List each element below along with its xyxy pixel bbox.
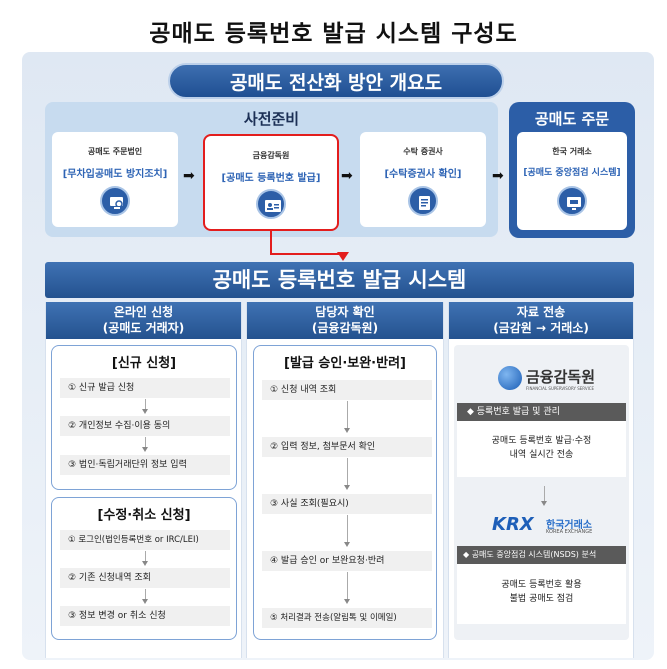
column-title: 자료 전송 <box>516 305 566 319</box>
arrow-down-icon <box>344 428 350 433</box>
krx-logo-text: KRX <box>492 514 534 535</box>
krx-info-line: 불법 공매도 점검 <box>509 594 574 604</box>
krx-logo-subtext: KOREA EXCHANGE <box>546 529 593 535</box>
column-subtitle: (금융감독원) <box>311 321 379 335</box>
arrow-right-icon: ➡ <box>492 168 504 184</box>
card-task: [공매도 등록번호 발급] <box>221 173 321 184</box>
modify-apply-title: [수정·취소 신청] <box>97 508 191 523</box>
overview-banner: 공매도 전산화 방안 개요도 <box>168 63 504 99</box>
arrow-right-icon: ➡ <box>341 168 353 184</box>
arrow-down-icon <box>142 447 148 452</box>
order-card-krx: 한국 거래소 [공매도 중앙점검 시스템] <box>517 132 627 230</box>
system-title-bar: 공매도 등록번호 발급 시스템 <box>45 262 634 298</box>
column-header: 자료 전송 (금감원 → 거래소) <box>449 302 633 339</box>
arrow-down-icon <box>142 599 148 604</box>
arrow-down-icon <box>337 252 349 261</box>
arrow-down-icon <box>344 542 350 547</box>
card-task: [수탁증권사 확인] <box>384 169 462 180</box>
flow-line <box>347 515 348 543</box>
card-task: [무차입공매도 방지조치] <box>62 169 168 180</box>
search-document-icon <box>100 186 130 216</box>
card-org: 금융감독원 <box>252 151 290 160</box>
arrow-down-icon <box>344 599 350 604</box>
order-title: 공매도 주문 <box>534 110 610 128</box>
document-check-icon <box>408 186 438 216</box>
process-step: ② 기존 신청내역 조회 <box>60 568 230 588</box>
column-title: 온라인 신청 <box>113 305 174 319</box>
process-step: ④ 발급 승인 or 보완요청·반려 <box>262 551 432 571</box>
flow-line <box>145 551 146 563</box>
column-subtitle: (공매도 거래자) <box>102 321 185 335</box>
process-step: ① 로그인(법인등록번호 or IRC/LEI) <box>60 530 230 550</box>
preparation-title: 사전준비 <box>243 110 300 128</box>
process-step: ③ 정보 변경 or 취소 신청 <box>60 606 230 626</box>
fss-logo: 금융감독원 FINANCIAL SUPERVISORY SERVICE <box>498 364 618 396</box>
prep-card-short-seller: 공매도 주문법인 [무차입공매도 방지조치] <box>52 132 178 227</box>
column-header: 담당자 확인 (금융감독원) <box>247 302 443 339</box>
fss-info-line: 내역 실시간 전송 <box>509 450 574 460</box>
process-step: ① 신청 내역 조회 <box>262 380 432 400</box>
flow-line <box>145 589 146 601</box>
highlight-connector <box>270 231 272 255</box>
monitor-icon <box>557 186 587 216</box>
card-org: 수탁 증권사 <box>403 147 443 156</box>
flow-line <box>544 486 545 502</box>
approval-title: [발급 승인·보완·반려] <box>284 356 406 371</box>
process-step: ② 개인정보 수집·이용 동의 <box>60 416 230 436</box>
flow-line <box>145 399 146 411</box>
id-card-icon <box>256 189 286 219</box>
krx-info-box <box>457 564 626 624</box>
fss-logo-icon <box>498 366 522 390</box>
arrow-down-icon <box>142 409 148 414</box>
krx-info-line: 공매도 등록번호 활용 <box>501 580 582 590</box>
fss-logo-subtext: FINANCIAL SUPERVISORY SERVICE <box>526 386 595 391</box>
krx-logo: KRX 한국거래소 KOREA EXCHANGE <box>492 514 622 542</box>
krx-role-bar: ◆ 공매도 중앙점검 시스템(NSDS) 분석 <box>457 546 626 564</box>
fss-info-line: 공매도 등록번호 발급·수정 <box>491 436 592 446</box>
highlight-connector <box>270 253 343 255</box>
arrow-right-icon: ➡ <box>183 168 195 184</box>
process-step: ③ 사실 조회(필요시) <box>262 494 432 514</box>
column-header: 온라인 신청 (공매도 거래자) <box>46 302 241 339</box>
flow-line <box>347 401 348 429</box>
process-step: ⑤ 처리결과 전송(알림톡 및 이메일) <box>262 608 432 628</box>
new-apply-title: [신규 신청] <box>111 356 177 371</box>
column-title: 담당자 확인 <box>315 305 375 319</box>
arrow-down-icon <box>142 561 148 566</box>
flow-line <box>145 437 146 449</box>
arrow-down-icon <box>541 501 547 506</box>
prep-card-fss: 금융감독원 [공매도 등록번호 발급] <box>203 134 339 231</box>
krx-logo-korean: 한국거래소 <box>546 520 592 531</box>
process-step: ② 입력 정보, 첨부문서 확인 <box>262 437 432 457</box>
card-org: 한국 거래소 <box>552 147 592 156</box>
process-step: ③ 법인·독립거래단위 정보 입력 <box>60 455 230 475</box>
flow-line <box>347 572 348 600</box>
fss-role-bar: ◆ 등록번호 발급 및 관리 <box>457 403 626 421</box>
diagram-title: 공매도 등록번호 발급 시스템 구성도 <box>149 21 518 47</box>
arrow-down-icon <box>344 485 350 490</box>
fss-logo-text: 금융감독원 <box>526 368 596 386</box>
fss-info-box <box>457 421 626 477</box>
process-step: ① 신규 발급 신청 <box>60 378 230 398</box>
card-org: 공매도 주문법인 <box>87 147 143 156</box>
card-task: [공매도 중앙점검 시스템] <box>523 168 621 178</box>
column-subtitle: (금감원 → 거래소) <box>493 321 589 335</box>
prep-card-broker: 수탁 증권사 [수탁증권사 확인] <box>360 132 486 227</box>
flow-line <box>347 458 348 486</box>
